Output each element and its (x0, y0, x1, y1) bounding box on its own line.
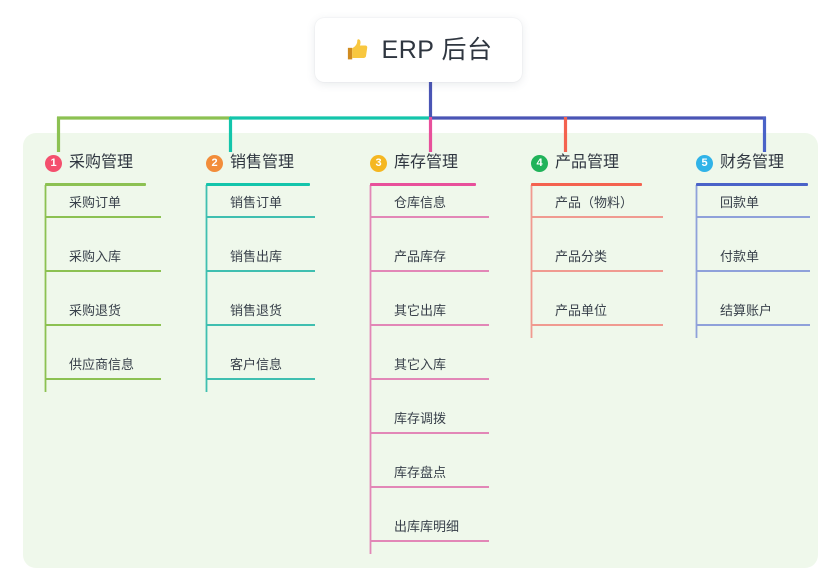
branch-title-3: 库存管理 (394, 154, 459, 171)
leaf-item-rule (45, 324, 161, 326)
leaf-item-label: 销售订单 (230, 195, 283, 210)
leaf-item-rule (370, 324, 489, 326)
branch-rule-4 (531, 183, 642, 186)
leaf-item[interactable]: 结算账户 (696, 304, 810, 326)
leaf-item[interactable]: 销售退货 (206, 304, 315, 326)
branch-title-5: 财务管理 (720, 154, 785, 171)
branch-column-4: 4 产品管理 (531, 152, 691, 186)
leaf-item[interactable]: 其它出库 (370, 304, 489, 326)
leaf-item[interactable]: 采购入库 (45, 250, 161, 272)
branch-header-4[interactable]: 4 产品管理 (531, 152, 691, 174)
leaf-item-label: 采购退货 (69, 303, 122, 318)
leaf-item-label: 客户信息 (230, 357, 283, 372)
leaf-item-rule (206, 216, 315, 218)
branch-title-2: 销售管理 (230, 154, 295, 171)
leaf-item-label: 销售退货 (230, 303, 283, 318)
branch-header-1[interactable]: 1 采购管理 (45, 152, 195, 174)
leaf-item-rule (45, 216, 161, 218)
leaf-item-rule (370, 216, 489, 218)
leaf-item-label: 库存盘点 (394, 465, 447, 480)
branch-header-2[interactable]: 2 销售管理 (206, 152, 356, 174)
leaf-item[interactable]: 客户信息 (206, 358, 315, 380)
leaf-item-rule (370, 432, 489, 434)
leaf-item[interactable]: 产品分类 (531, 250, 663, 272)
branch-badge-4: 4 (531, 154, 548, 172)
leaf-item[interactable]: 出库库明细 (370, 520, 489, 542)
leaf-item-rule (370, 486, 489, 488)
leaf-item-label: 库存调拨 (394, 411, 447, 426)
leaf-item-label: 采购入库 (69, 249, 122, 264)
leaf-item-rule (531, 216, 663, 218)
leaf-item[interactable]: 销售订单 (206, 196, 315, 218)
leaf-item-label: 采购订单 (69, 195, 122, 210)
branch-column-2: 2 销售管理 (206, 152, 356, 186)
leaf-item-rule (206, 270, 315, 272)
branch-badge-3: 3 (370, 154, 387, 172)
leaf-item-rule (45, 378, 161, 380)
branch-rule-2 (206, 183, 310, 186)
branch-badge-1: 1 (45, 154, 62, 172)
leaf-item-rule (206, 324, 315, 326)
leaf-item[interactable]: 库存盘点 (370, 466, 489, 488)
leaf-item-label: 产品（物料） (555, 195, 634, 210)
leaf-item[interactable]: 销售出库 (206, 250, 315, 272)
branch-title-1: 采购管理 (69, 154, 134, 171)
leaf-item-rule (696, 216, 810, 218)
leaf-item-rule (696, 270, 810, 272)
leaf-item-rule (370, 378, 489, 380)
branch-rule-1 (45, 183, 146, 186)
thumbs-up-icon (347, 39, 367, 60)
leaf-item[interactable]: 采购退货 (45, 304, 161, 326)
leaf-item-label: 产品库存 (394, 249, 447, 264)
leaf-item[interactable]: 回款单 (696, 196, 810, 218)
branch-badge-5: 5 (696, 154, 713, 172)
branch-header-5[interactable]: 5 财务管理 (696, 152, 839, 174)
root-title: ERP 后台 (381, 35, 493, 64)
leaf-item-label: 回款单 (720, 195, 760, 210)
leaf-item[interactable]: 采购订单 (45, 196, 161, 218)
leaf-item-label: 供应商信息 (69, 357, 135, 372)
leaf-item-rule (696, 324, 810, 326)
leaf-item[interactable]: 供应商信息 (45, 358, 161, 380)
leaf-item-rule (370, 270, 489, 272)
leaf-item-label: 出库库明细 (394, 519, 460, 534)
branch-badge-2: 2 (206, 154, 223, 172)
leaf-item[interactable]: 产品库存 (370, 250, 489, 272)
content-panel (23, 133, 818, 568)
leaf-item[interactable]: 仓库信息 (370, 196, 489, 218)
leaf-item[interactable]: 其它入库 (370, 358, 489, 380)
branch-header-3[interactable]: 3 库存管理 (370, 152, 530, 174)
leaf-item-rule (206, 378, 315, 380)
leaf-item[interactable]: 产品（物料） (531, 196, 663, 218)
leaf-item[interactable]: 库存调拨 (370, 412, 489, 434)
leaf-item-label: 付款单 (720, 249, 760, 264)
branch-column-1: 1 采购管理 (45, 152, 195, 186)
root-node-inner: ERP 后台 (345, 37, 493, 63)
branch-rule-3 (370, 183, 476, 186)
leaf-item-label: 产品单位 (555, 303, 608, 318)
leaf-item-label: 产品分类 (555, 249, 608, 264)
leaf-item-rule (531, 324, 663, 326)
branch-column-5: 5 财务管理 (696, 152, 839, 186)
root-node-card[interactable]: ERP 后台 (315, 18, 522, 82)
leaf-item-label: 销售出库 (230, 249, 283, 264)
leaf-item-rule (45, 270, 161, 272)
branch-rule-5 (696, 183, 808, 186)
leaf-item-label: 其它出库 (394, 303, 447, 318)
leaf-item-label: 仓库信息 (394, 195, 447, 210)
leaf-item[interactable]: 付款单 (696, 250, 810, 272)
leaf-item-label: 其它入库 (394, 357, 447, 372)
branch-column-3: 3 库存管理 (370, 152, 530, 186)
leaf-item[interactable]: 产品单位 (531, 304, 663, 326)
leaf-item-rule (370, 540, 489, 542)
leaf-item-rule (531, 270, 663, 272)
branch-title-4: 产品管理 (555, 154, 620, 171)
leaf-item-label: 结算账户 (720, 303, 773, 318)
